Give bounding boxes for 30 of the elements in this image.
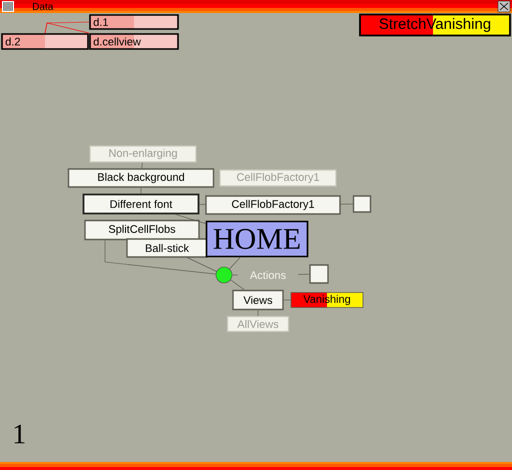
- label-box: Black background: [68, 168, 214, 188]
- connector-line: [175, 214, 206, 224]
- label-box: Different font: [82, 194, 200, 214]
- connector-line: [142, 162, 143, 169]
- connector-line: [232, 274, 238, 276]
- connector-line: [230, 280, 244, 290]
- connector-line: [140, 187, 142, 194]
- home-box: HOME: [206, 220, 308, 258]
- empty-box: [352, 195, 372, 213]
- view-number: 1: [14, 424, 25, 444]
- label-box: Ball-stick: [126, 238, 208, 258]
- connector-line: [340, 204, 354, 205]
- window-title: Data: [33, 3, 54, 10]
- data-cell: d.2: [1, 33, 89, 50]
- label-box: AllViews: [226, 316, 290, 332]
- empty-box: [309, 264, 329, 284]
- connector-line: [104, 240, 216, 274]
- node-circle: [216, 266, 232, 284]
- connector-line: [298, 274, 310, 275]
- connector-line: [199, 204, 206, 205]
- label-box: Views: [232, 290, 284, 310]
- connector-line: [229, 257, 241, 270]
- label-box: Non-enlarging: [89, 145, 197, 163]
- label-box: CellFlobFactory1: [219, 169, 337, 187]
- data-cell: d.1: [89, 14, 179, 30]
- label-box: CellFlobFactory1: [205, 195, 341, 215]
- node-label: Actions: [250, 270, 286, 280]
- data-cell: d.cellview: [89, 33, 179, 50]
- label-box: SplitCellFlobs: [84, 220, 200, 240]
- connector-line: [187, 257, 217, 272]
